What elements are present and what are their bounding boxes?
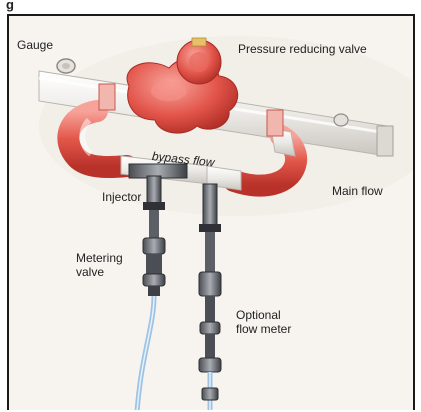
venturi-injector-illustration	[9, 16, 415, 410]
main-flow-label: Main flow	[332, 184, 383, 198]
gauge-label: Gauge	[17, 38, 53, 52]
pressure-reducing-valve-label: Pressure reducing valve	[238, 42, 367, 56]
flow-meter-label: Optional flow meter	[236, 308, 291, 336]
metering-valve-label-line1: Metering	[76, 251, 123, 265]
injector-label: Injector	[102, 190, 141, 204]
metering-valve-label: Metering valve	[76, 251, 123, 279]
diagram-frame: Gauge Pressure reducing valve bypass flo…	[7, 14, 415, 410]
metering-valve-label-line2: valve	[76, 265, 123, 279]
flow-meter-label-line2: flow meter	[236, 322, 291, 336]
figure-header-fragment: g	[6, 0, 14, 12]
flow-meter-label-line1: Optional	[236, 308, 291, 322]
gauge-icon	[57, 59, 75, 73]
